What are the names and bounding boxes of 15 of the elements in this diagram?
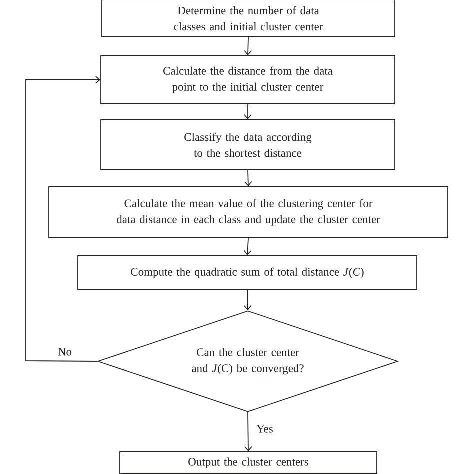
arrow <box>244 104 252 120</box>
process-box: Classify the data according to the shortest distance <box>100 120 396 170</box>
arrow <box>244 37 252 56</box>
edge-label: Yes <box>256 425 273 433</box>
process-box: Compute the quadratic sum of total distance J(C) <box>78 256 418 290</box>
arrow <box>244 290 252 311</box>
process-box: Output the cluster centers <box>120 452 378 474</box>
arrow <box>244 170 252 187</box>
process-box: Determine the number of data classes and initial cluster center <box>102 0 396 38</box>
process-box: Calculate the distance from the data point to the initial cluster center <box>100 56 396 104</box>
arrow <box>244 412 252 452</box>
arrow <box>26 76 101 362</box>
arrow <box>244 238 252 256</box>
edge-label: No <box>58 348 72 356</box>
process-box: Calculate the mean value of the clustering center for data distance in each class and update the cluster center <box>48 186 448 238</box>
